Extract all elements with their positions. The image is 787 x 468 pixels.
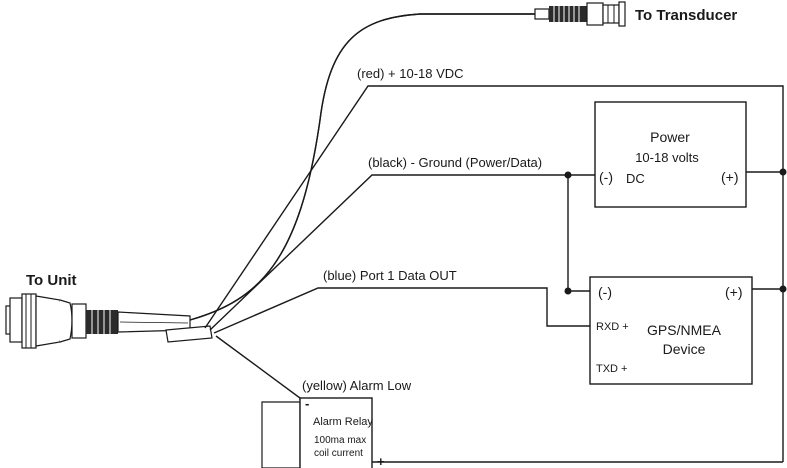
red-wire-label: (red) + 10-18 VDC [357, 66, 464, 81]
power-dc: DC [626, 171, 645, 186]
gps-plus-terminal: (+) [725, 284, 743, 300]
power-title: Power [650, 129, 690, 145]
gps-title: GPS/NMEA [647, 322, 722, 338]
yellow-wire-label: (yellow) Alarm Low [302, 378, 412, 393]
cable-junction [165, 325, 213, 343]
alarm-relay: - Alarm Relay 100ma max coil current + [261, 396, 385, 468]
power-box: Power 10-18 volts DC (-) (+) [594, 101, 747, 208]
gps-nmea-box: (-) (+) RXD + TXD + GPS/NMEA Device [589, 276, 753, 385]
speaker-icon [261, 401, 301, 468]
yellow-wire [215, 335, 301, 400]
relay-plus-terminal: + [377, 454, 385, 468]
gps-minus-terminal: (-) [598, 284, 612, 300]
black-wire [209, 174, 598, 331]
blue-wire [213, 287, 592, 334]
transducer-cable [189, 13, 535, 321]
power-plus-terminal: (+) [721, 169, 739, 185]
junction-dot [564, 287, 572, 295]
gps-rxd-terminal: RXD + [596, 321, 629, 333]
junction-dot [779, 285, 787, 293]
to-unit-label: To Unit [26, 272, 77, 289]
to-transducer-label: To Transducer [635, 7, 737, 24]
junction-dot [779, 168, 787, 176]
black-wire-label: (black) - Ground (Power/Data) [368, 155, 542, 170]
power-voltage: 10-18 volts [635, 150, 699, 165]
unit-connector [5, 293, 191, 349]
transducer-connector [534, 1, 626, 27]
relay-coil-current: coil current [314, 448, 363, 459]
relay-minus-terminal: - [305, 396, 309, 411]
junction-dot [564, 171, 572, 179]
power-minus-terminal: (-) [599, 169, 613, 185]
relay-title: Alarm Relay [313, 416, 373, 428]
relay-max-current: 100ma max [314, 435, 366, 446]
gps-txd-terminal: TXD + [596, 363, 627, 375]
blue-wire-label: (blue) Port 1 Data OUT [323, 268, 457, 283]
gps-subtitle: Device [663, 341, 706, 357]
red-wire [204, 85, 784, 462]
